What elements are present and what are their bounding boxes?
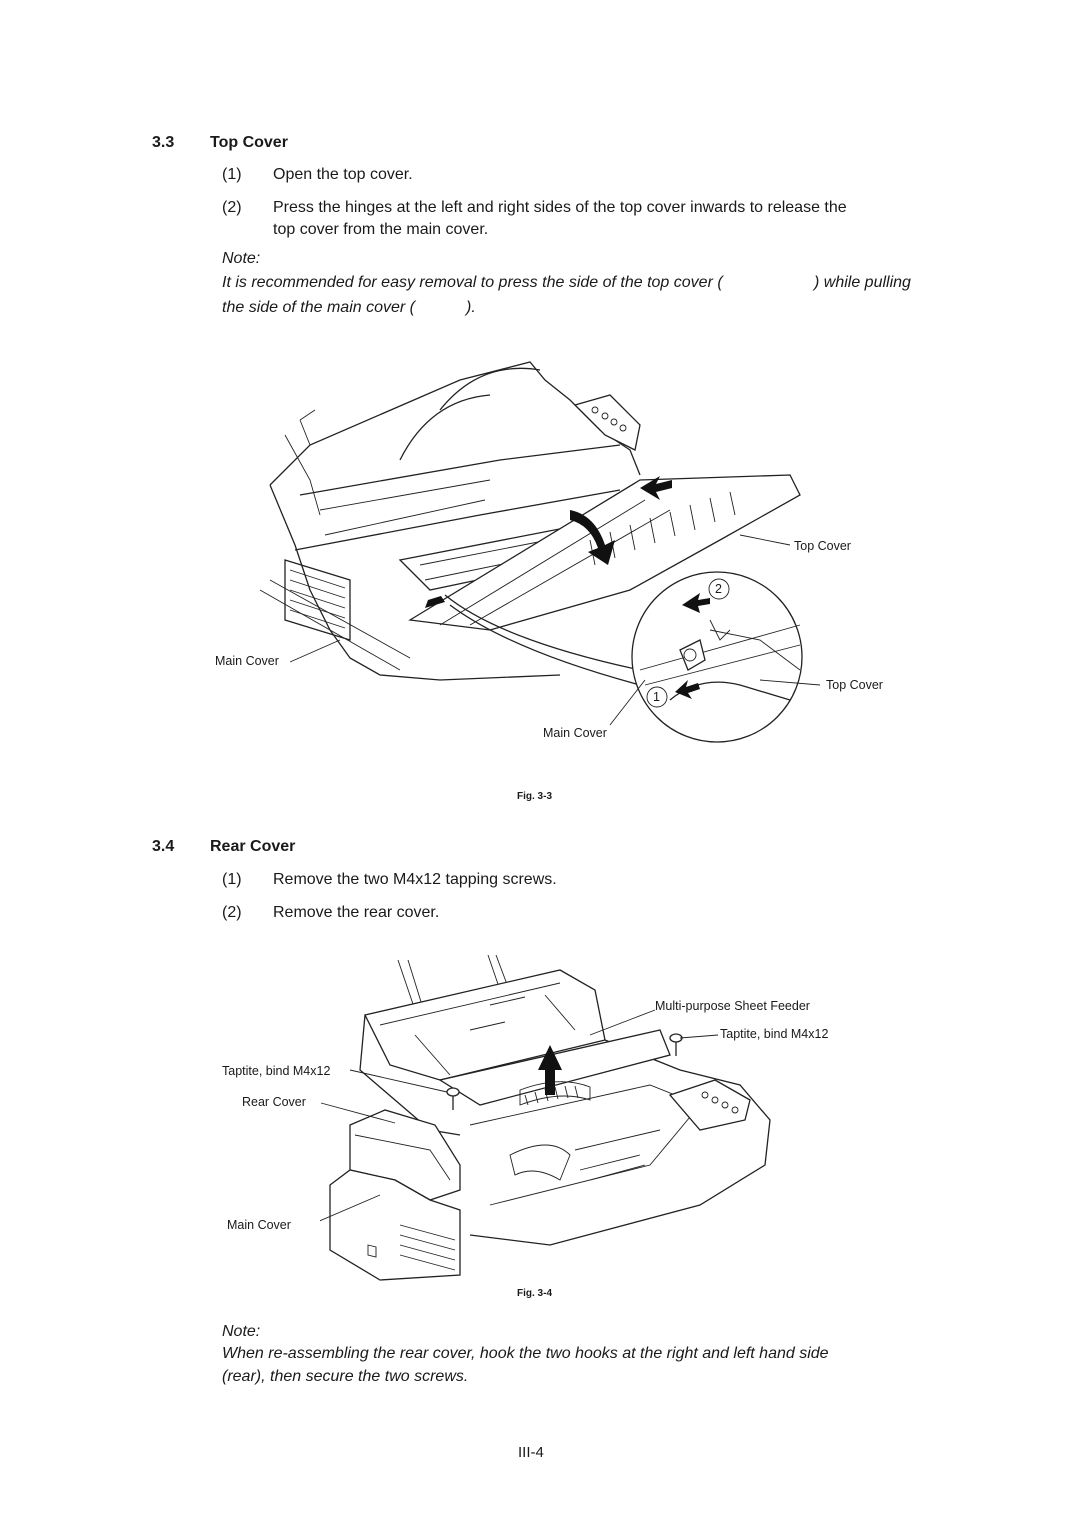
callout-main-cover: Main Cover <box>215 654 279 668</box>
callout-number: 1 <box>653 690 660 704</box>
figure-label: Fig. 3-4 <box>517 1288 553 1299</box>
figure-3-3-illustration <box>259 361 821 743</box>
callout-sheet-feeder: Multi-purpose Sheet Feeder <box>655 999 810 1013</box>
step-number: (1) <box>222 166 242 183</box>
step-text: Remove the two M4x12 tapping screws. <box>273 871 557 888</box>
section-number: 3.4 <box>152 838 175 855</box>
callout-main-cover: Main Cover <box>227 1218 291 1232</box>
section-title: Top Cover <box>210 134 288 151</box>
page-number: III-4 <box>518 1444 544 1461</box>
callout-top-cover: Top Cover <box>794 539 851 553</box>
note-text: (rear), then secure the two screws. <box>222 1368 469 1385</box>
step-number: (2) <box>222 904 242 921</box>
section-number: 3.3 <box>152 134 175 151</box>
note-text: It is recommended for easy removal to pr… <box>222 274 723 291</box>
section-title: Rear Cover <box>210 838 296 855</box>
note-text: ) while pulling <box>814 274 911 291</box>
note-text: ). <box>466 299 476 316</box>
step-text: Press the hinges at the left and right s… <box>273 199 847 216</box>
callout-top-cover: Top Cover <box>826 678 883 692</box>
step-number: (1) <box>222 871 242 888</box>
step-number: (2) <box>222 199 242 216</box>
step-text: Remove the rear cover. <box>273 904 440 921</box>
figure-3-4-illustration <box>320 955 771 1281</box>
note-label: Note: <box>222 1323 261 1340</box>
note-text: the side of the main cover ( <box>222 299 415 316</box>
callout-main-cover: Main Cover <box>543 726 607 740</box>
figure-label: Fig. 3-3 <box>517 791 553 802</box>
screw-icon <box>669 1033 683 1056</box>
screw-icon <box>446 1087 460 1110</box>
callout-screw: Taptite, bind M4x12 <box>720 1027 829 1041</box>
callout-number: 2 <box>715 582 722 596</box>
note-label: Note: <box>222 250 261 267</box>
callout-rear-cover: Rear Cover <box>242 1095 306 1109</box>
step-text: top cover from the main cover. <box>273 221 489 238</box>
callout-screw: Taptite, bind M4x12 <box>222 1064 331 1078</box>
step-text: Open the top cover. <box>273 166 413 183</box>
note-text: When re-assembling the rear cover, hook … <box>222 1345 829 1362</box>
